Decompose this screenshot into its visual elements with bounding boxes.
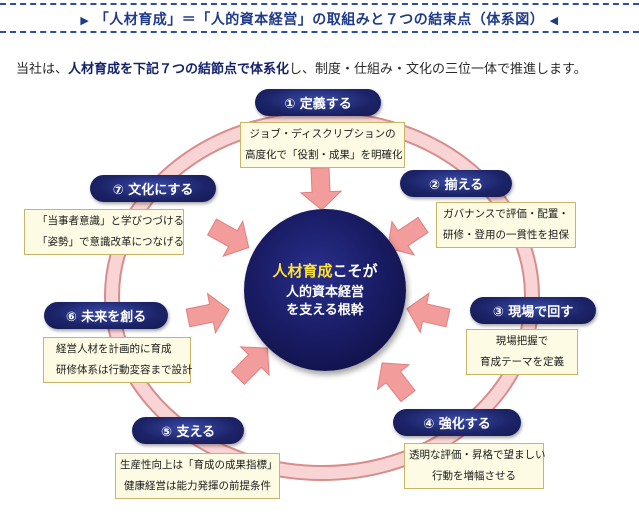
core-line-1-rest: こそが [332, 262, 378, 280]
note-4: 透明な評価・昇格で望ましい 行動を増幅させる [404, 443, 546, 489]
core-highlight: 人材育成 [272, 262, 333, 280]
page-title: ▶ 「人材育成」＝「人的資本経営」の取組みと７つの結束点（体系図） ◀ [0, 9, 639, 29]
core-line-3: を支える根幹 [286, 303, 364, 318]
node-4-strengthen: ④ 強化する [393, 409, 521, 436]
core-circle: 人材育成こそが 人的資本経営 を支える根幹 [244, 209, 406, 371]
note-5-line-2: 健康経営は能力発揮の前提条件 [124, 480, 271, 492]
header-dashed-line-bottom [0, 31, 639, 33]
node-1-label: ① 定義する [284, 97, 352, 112]
node-7-label: ⑦ 文化にする [112, 183, 194, 198]
note-2-line-2: 研修・登用の一貫性を担保 [443, 229, 569, 241]
note-6: 経営人材を計画的に育成 研修体系は行動変容まで設計 [43, 337, 193, 383]
lead-prefix: 当社は、 [16, 62, 69, 77]
note-1-line-2: 高度化で「役割・成果」を明確化 [245, 149, 403, 161]
arrow-5 [230, 346, 270, 386]
node-4-label: ④ 強化する [423, 417, 491, 432]
arrow-4 [376, 362, 416, 403]
node-3-operate: ③ 現場で回す [470, 297, 596, 324]
note-7-line-2: 「姿勢」で意識改革につなげる [37, 236, 184, 248]
note-4-line-2: 行動を増幅させる [432, 470, 516, 482]
node-3-label: ③ 現場で回す [492, 305, 574, 320]
note-3-line-1: 現場把握で [495, 335, 549, 347]
node-1-define: ① 定義する [255, 89, 381, 116]
note-5-line-1: 生産性向上は「育成の成果指標」 [120, 459, 278, 471]
note-7: 「当事者意識」と学びつづける 「姿勢」で意識改革につなげる [24, 209, 184, 255]
note-6-line-2: 研修体系は行動変容まで設計 [56, 364, 193, 376]
header-dashed-line-top [0, 3, 639, 5]
triangle-left-icon: ◀ [549, 14, 559, 27]
arrow-7 [206, 218, 250, 258]
arrow-group [185, 167, 451, 403]
note-1-line-1: ジョブ・ディスクリプションの [249, 128, 396, 140]
header-bar: ▶ 「人材育成」＝「人的資本経営」の取組みと７つの結束点（体系図） ◀ [0, 3, 639, 33]
note-5: 生産性向上は「育成の成果指標」 健康経営は能力発揮の前提条件 [115, 453, 280, 499]
note-1: ジョブ・ディスクリプションの 高度化で「役割・成果」を明確化 [240, 122, 405, 168]
note-3-line-2: 育成テーマを定義 [480, 356, 564, 368]
lead-text: 当社は、人材育成を下記７つの結節点で体系化し、制度・仕組み・文化の三位一体で推進… [16, 58, 587, 77]
core-line-1: 人材育成こそが [272, 260, 377, 281]
note-4-line-1: 透明な評価・昇格で望ましい [409, 449, 546, 461]
lead-bold: 人材育成を下記７つの結節点で体系化 [68, 62, 290, 77]
arrow-2 [387, 216, 429, 256]
note-7-line-1: 「当事者意識」と学びつづける [37, 215, 184, 227]
note-6-line-1: 経営人材を計画的に育成 [56, 343, 172, 355]
note-2: ガバナンスで評価・配置・ 研修・登用の一貫性を担保 [436, 202, 576, 248]
page-title-text: 「人材育成」＝「人的資本経営」の取組みと７つの結束点（体系図） [94, 12, 545, 28]
note-2-line-1: ガバナンスで評価・配置・ [443, 208, 569, 220]
lead-suffix: し、制度・仕組み・文化の三位一体で推進します。 [289, 62, 587, 77]
node-6-create-future: ⑥ 未来を創る [44, 302, 168, 329]
cycle-ring-inner [106, 113, 538, 479]
node-2-label: ② 揃える [428, 178, 484, 193]
triangle-right-icon: ▶ [80, 14, 90, 27]
arrow-1 [299, 167, 343, 211]
node-2-align: ② 揃える [400, 170, 512, 197]
node-6-label: ⑥ 未来を創る [65, 310, 147, 325]
node-7-culture: ⑦ 文化にする [90, 175, 216, 202]
arrow-6 [185, 292, 230, 335]
core-line-2: 人的資本経営 [285, 285, 364, 300]
node-5-label: ⑤ 支える [160, 425, 216, 440]
arrow-3 [406, 292, 451, 334]
node-5-support: ⑤ 支える [132, 417, 244, 444]
note-3: 現場把握で 育成テーマを定義 [466, 329, 578, 375]
